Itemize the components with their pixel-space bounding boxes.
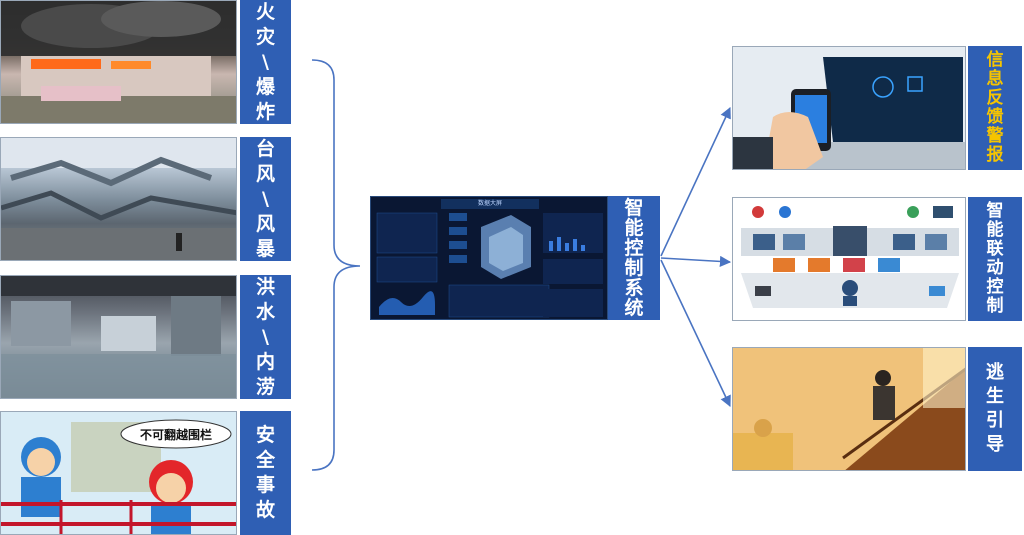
flood-waterlogging-photo <box>0 275 237 399</box>
fire-explosion-photo <box>0 0 237 124</box>
typhoon-storm-photo <box>0 137 237 261</box>
smart-linkage-control-label: 智能联动控制 <box>968 197 1022 321</box>
intelligent-control-system-label: 智能控制系统 <box>608 196 660 320</box>
arrow-to-linkage <box>660 255 732 268</box>
arrow-to-feedback <box>660 106 731 257</box>
arrow-to-escape <box>660 259 731 408</box>
left-brace <box>311 59 361 471</box>
speech-bubble-text: 不可翻越围栏 <box>139 428 212 442</box>
smart-linkage-control-illustration <box>732 197 966 321</box>
typhoon-storm-label: 台风\风暴 <box>240 137 291 261</box>
safety-accident-label: 安全事故 <box>240 411 291 535</box>
control-dashboard-screenshot: 数据大屏 <box>370 196 608 320</box>
escape-guidance-photo <box>732 347 966 471</box>
flood-waterlogging-label: 洪水\内涝 <box>240 275 291 399</box>
fire-explosion-label: 火灾\爆炸 <box>240 0 291 124</box>
escape-guidance-label: 逃生引导 <box>968 347 1022 471</box>
info-feedback-alarm-photo <box>732 46 966 170</box>
info-feedback-alarm-label: 信息反馈警报 <box>968 46 1022 170</box>
dashboard-title: 数据大屏 <box>477 200 502 207</box>
